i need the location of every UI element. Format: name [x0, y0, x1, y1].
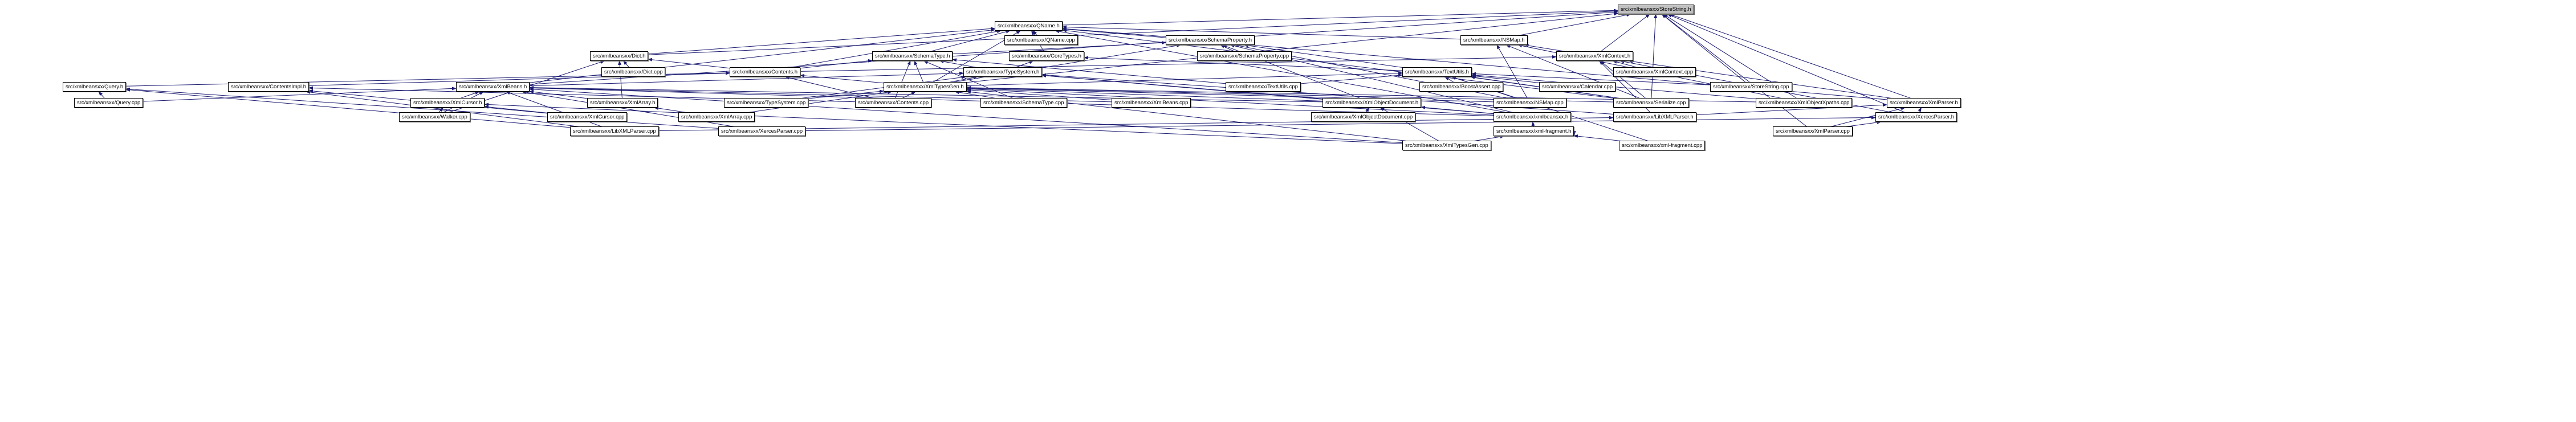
dependency-edge	[952, 58, 1264, 87]
dependency-edge	[529, 85, 1372, 103]
dependency-edge	[125, 87, 762, 132]
dependency-edge	[1667, 14, 1916, 117]
dependency-edge	[1496, 44, 1531, 103]
dependency-edge	[493, 71, 964, 87]
graph-node[interactable]: src/xmlbeansxx/Contents.h	[730, 67, 801, 77]
dependency-edge	[529, 87, 1447, 146]
graph-node[interactable]: src/xmlbeansxx/XmlTypesGen.cpp	[1402, 141, 1491, 150]
graph-node[interactable]: src/xmlbeansxx/TextUtils.cpp	[1226, 82, 1301, 92]
dependency-edge	[1651, 14, 1658, 103]
graph-node[interactable]: src/xmlbeansxx/XercesParser.cpp	[718, 126, 806, 136]
dependency-edge	[966, 87, 1372, 103]
graph-node[interactable]: src/xmlbeansxx/XmlParser.cpp	[1773, 126, 1853, 136]
graph-node[interactable]: src/xmlbeansxx/Dict.cpp	[601, 67, 666, 77]
graph-node[interactable]: src/xmlbeansxx/XmlObjectDocument.h	[1322, 98, 1422, 108]
graph-node[interactable]: src/xmlbeansxx/TextUtils.h	[1402, 67, 1472, 77]
dependency-edge	[484, 103, 1447, 146]
dependency-edge	[1600, 60, 1651, 103]
graph-node[interactable]: src/xmlbeansxx/LibXMLParser.cpp	[570, 126, 659, 136]
dependency-edge	[1471, 72, 1752, 87]
graph-node[interactable]: src/xmlbeansxx/QName.h	[995, 21, 1063, 31]
dependency-edge	[108, 87, 457, 103]
graph-node[interactable]: src/xmlbeansxx/XmlArray.cpp	[678, 112, 755, 122]
graph-node[interactable]: src/xmlbeansxx/SchemaType.cpp	[980, 98, 1067, 108]
graph-node[interactable]: src/xmlbeansxx/Calendar.cpp	[1539, 82, 1616, 92]
dependency-edge	[1055, 30, 1533, 117]
graph-node[interactable]: src/xmlbeansxx/xml-fragment.cpp	[1619, 141, 1706, 150]
graph-node[interactable]: src/xmlbeansxx/XmlArray.h	[587, 98, 658, 108]
dependency-edge	[925, 71, 1403, 87]
dependency-edge	[1599, 60, 1655, 117]
dependency-edge	[493, 28, 995, 87]
graph-node[interactable]: src/xmlbeansxx/StoreString.cpp	[1710, 82, 1792, 92]
graph-node[interactable]: src/xmlbeansxx/Query.cpp	[74, 98, 144, 108]
graph-node[interactable]: src/xmlbeansxx/Walker.cpp	[399, 112, 470, 122]
dependency-edge	[1062, 25, 1495, 40]
graph-node[interactable]: src/xmlbeansxx/XmlCursor.h	[410, 98, 485, 108]
graph-node[interactable]: src/xmlbeansxx/NSMap.cpp	[1493, 98, 1566, 108]
dependency-edge	[505, 91, 615, 132]
dependency-edge	[125, 88, 615, 132]
dependency-edge	[1084, 56, 1438, 72]
dependency-edge	[1669, 14, 1924, 103]
dependency-edge	[764, 55, 1557, 72]
graph-node[interactable]: src/xmlbeansxx/Contents.cpp	[855, 98, 932, 108]
graph-node[interactable]: src/xmlbeansxx/xml-fragment.h	[1493, 126, 1574, 136]
dependency-edge	[618, 27, 995, 56]
dependency-edge	[1594, 14, 1650, 56]
dependency-edge	[1471, 73, 1804, 103]
dependency-edge	[1028, 9, 1618, 26]
dependency-edge	[912, 41, 1166, 56]
graph-node[interactable]: src/xmlbeansxx/ContentsImpl.h	[228, 82, 309, 92]
graph-node[interactable]: src/xmlbeansxx/XmlCursor.cpp	[547, 112, 628, 122]
graph-node[interactable]: src/xmlbeansxx/QName.cpp	[1004, 35, 1078, 45]
graph-node[interactable]: src/xmlbeansxx/SchemaType.h	[872, 51, 953, 61]
dependency-edge	[1505, 44, 1651, 103]
dependency-edge	[966, 86, 1531, 103]
graph-node[interactable]: src/xmlbeansxx/Dict.h	[590, 51, 649, 61]
graph-node[interactable]: src/xmlbeansxx/Query.h	[63, 82, 127, 92]
graph-node[interactable]: src/xmlbeansxx/XercesParser.h	[1875, 112, 1958, 122]
graph-node[interactable]: src/xmlbeansxx/Serialize.cpp	[1613, 98, 1689, 108]
graph-node[interactable]: src/xmlbeansxx/SchemaProperty.h	[1166, 35, 1255, 45]
dependency-edge	[306, 90, 615, 132]
graph-node[interactable]: src/xmlbeansxx/NSMap.h	[1460, 35, 1528, 45]
dependency-edge	[893, 60, 911, 103]
graph-root-node[interactable]: src/xmlbeansxx/StoreString.h	[1618, 5, 1694, 14]
graph-node[interactable]: src/xmlbeansxx/XmlBeans.h	[456, 82, 530, 92]
graph-node[interactable]: src/xmlbeansxx/XmlObjectXpaths.cpp	[1756, 98, 1853, 108]
graph-node[interactable]: src/xmlbeansxx/XmlContext.h	[1556, 51, 1634, 61]
graph-node[interactable]: src/xmlbeansxx/XmlObjectDocument.cpp	[1311, 112, 1416, 122]
dependency-edge	[521, 91, 762, 132]
graph-node[interactable]: src/xmlbeansxx/SchemaProperty.cpp	[1197, 51, 1292, 61]
graph-node[interactable]: src/xmlbeansxx/TypeSystem.cpp	[724, 98, 809, 108]
graph-node[interactable]: src/xmlbeansxx/BoostAssert.cpp	[1419, 82, 1504, 92]
graph-node[interactable]: src/xmlbeansxx/XmlParser.h	[1887, 98, 1961, 108]
graph-node[interactable]: src/xmlbeansxx/XmlContext.cpp	[1613, 67, 1696, 77]
dependency-edge	[966, 87, 1533, 117]
graph-node[interactable]: src/xmlbeansxx/XmlTypesGen.h	[884, 82, 967, 92]
graph-node[interactable]: src/xmlbeansxx/xmlbeansxx.h	[1493, 112, 1572, 122]
graph-node[interactable]: src/xmlbeansxx/TypeSystem.h	[963, 67, 1043, 77]
graph-node[interactable]: src/xmlbeansxx/LibXMLParser.h	[1613, 112, 1696, 122]
graph-node[interactable]: src/xmlbeansxx/CoreTypes.h	[1009, 51, 1084, 61]
dependency-edge	[1661, 14, 1752, 87]
dependency-edge	[1662, 14, 1813, 132]
graph-node[interactable]: src/xmlbeansxx/XmlBeans.cpp	[1112, 98, 1191, 108]
dependency-edge	[925, 44, 1182, 87]
